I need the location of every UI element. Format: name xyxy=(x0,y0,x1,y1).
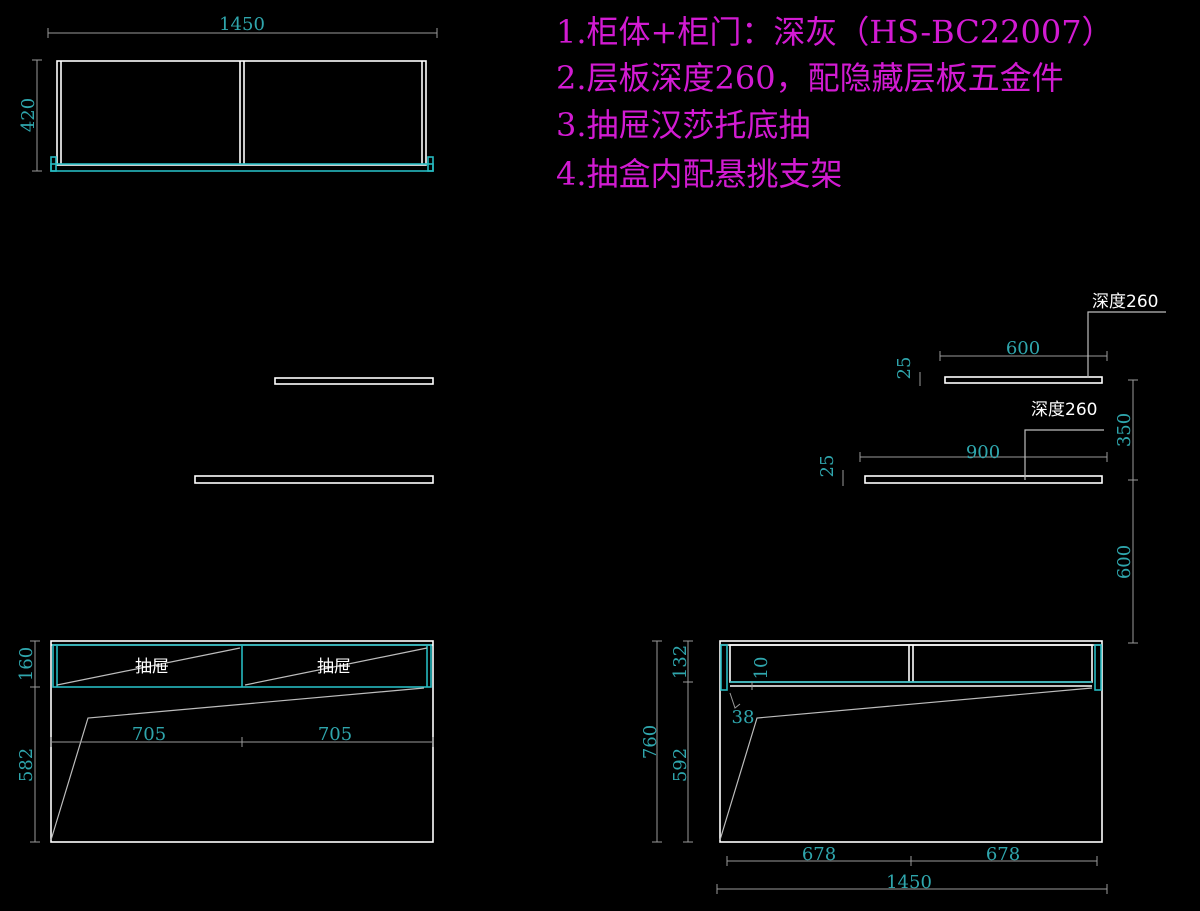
left-width-1-dim: 705 xyxy=(132,724,166,745)
annotation-notes: 1.柜体+柜门：深灰（HS-BC22007） 2.层板深度260，配隐藏层板五金… xyxy=(556,13,1114,193)
upper-shelf-length-dim: 600 xyxy=(1006,338,1040,359)
note-4: 4.抽盒内配悬挑支架 xyxy=(556,155,843,193)
shelf-gap-lower-dim: 600 xyxy=(1114,545,1135,579)
right-total-height-dim: 760 xyxy=(640,725,661,759)
top-width-dim: 1450 xyxy=(219,14,265,35)
right-top-height-dim: 132 xyxy=(670,645,691,679)
note-3: 3.抽屉汉莎托底抽 xyxy=(556,106,811,144)
left-drawer-height-dim: 160 xyxy=(16,647,37,681)
top-height-dim: 420 xyxy=(18,98,39,132)
right-body-height-dim: 592 xyxy=(670,748,691,782)
note-1: 1.柜体+柜门：深灰（HS-BC22007） xyxy=(556,13,1114,51)
upper-shelf-depth-label: 深度260 xyxy=(1092,292,1158,312)
shelf-gap-upper-dim: 350 xyxy=(1114,413,1135,447)
note-2: 2.层板深度260，配隐藏层板五金件 xyxy=(556,59,1064,97)
right-width-2-dim: 678 xyxy=(986,844,1020,865)
lower-shelf-length-dim: 900 xyxy=(966,442,1000,463)
shelves-right-detail: 600 25 深度260 900 25 深度260 350 600 xyxy=(817,292,1166,644)
right-width-1-dim: 678 xyxy=(802,844,836,865)
lower-shelf-thickness-dim: 25 xyxy=(817,455,838,478)
left-width-2-dim: 705 xyxy=(318,724,352,745)
drawer-label-left-2: 抽屉 xyxy=(317,657,351,677)
right-small-dim-1: 10 xyxy=(751,657,772,680)
upper-shelf-thickness-dim: 25 xyxy=(894,357,915,380)
top-view-cabinet: 1450 420 xyxy=(18,14,438,172)
front-elevation-right: 760 132 592 10 38 678 678 1450 xyxy=(640,640,1108,894)
lower-shelf-depth-label: 深度260 xyxy=(1031,400,1097,420)
left-body-height-dim: 582 xyxy=(16,748,37,782)
right-total-width-dim: 1450 xyxy=(886,872,932,893)
drawer-label-left-1: 抽屉 xyxy=(135,657,169,677)
shelves-left xyxy=(194,377,434,484)
right-small-dim-2: 38 xyxy=(732,707,755,728)
front-elevation-left: 抽屉 抽屉 160 582 705 705 xyxy=(16,640,434,843)
